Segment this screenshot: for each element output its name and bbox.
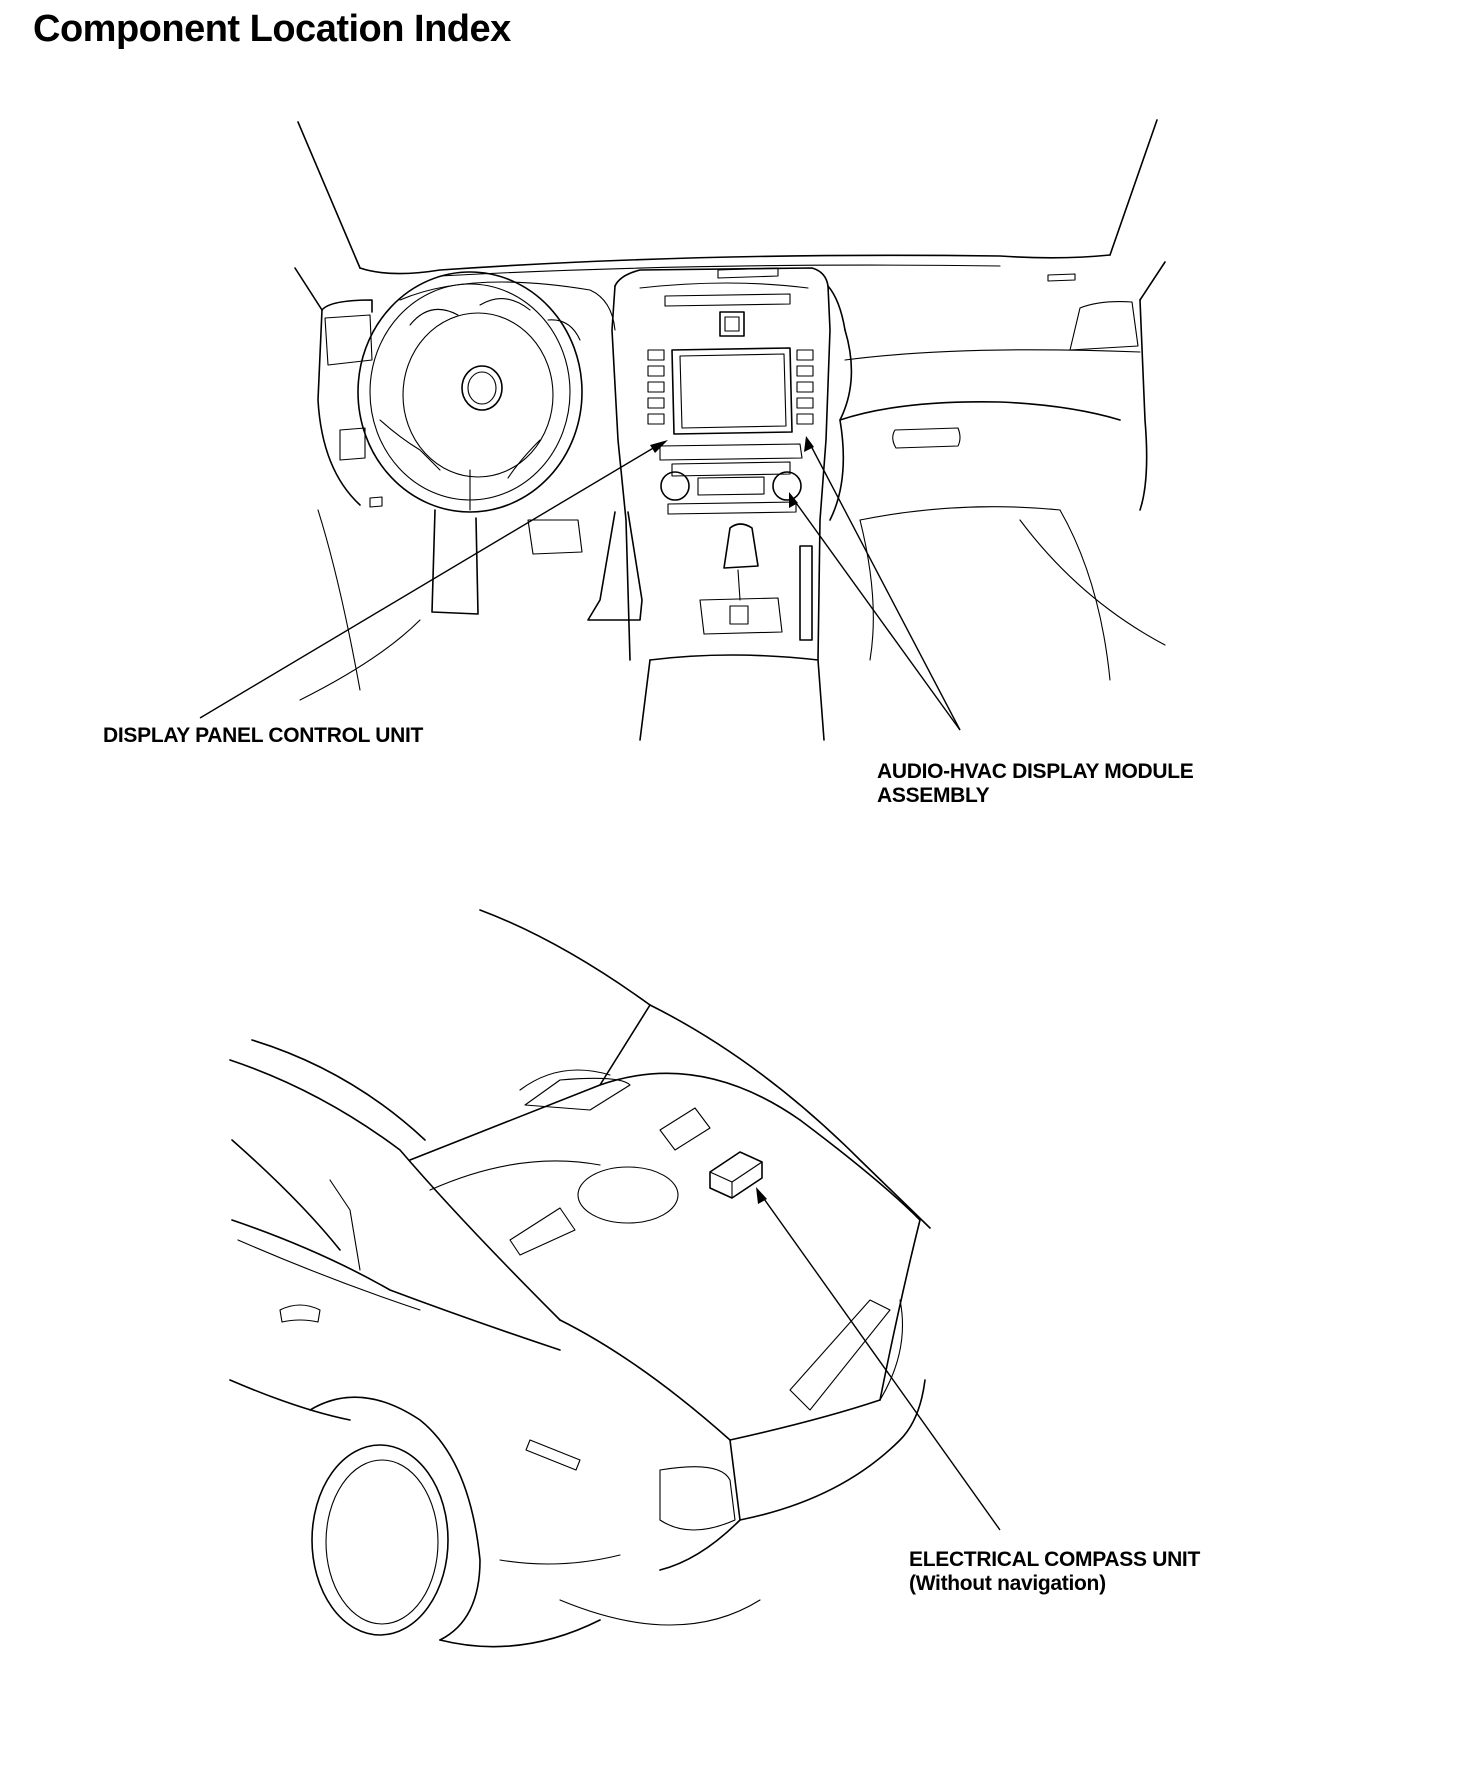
callout-label: DISPLAY PANEL CONTROL UNIT [103, 724, 424, 747]
callout-label-line1: AUDIO-HVAC DISPLAY MODULE [877, 760, 1194, 783]
compass-leader-line [756, 1187, 1001, 1531]
dashboard-illustration [294, 119, 1166, 741]
car-rear-illustration [229, 909, 931, 1648]
page-title: Component Location Index [33, 8, 511, 50]
callout-audio-hvac-display-module: AUDIO-HVAC DISPLAY MODULE ASSEMBLY [877, 760, 1194, 808]
callout-electrical-compass-unit: ELECTRICAL COMPASS UNIT (Without navigat… [909, 1548, 1200, 1596]
callout-display-panel-control-unit: DISPLAY PANEL CONTROL UNIT [103, 724, 423, 748]
callout-label-line2: (Without navigation) [909, 1572, 1106, 1595]
callout-label-line2: ASSEMBLY [877, 784, 990, 807]
dashboard-leader-lines [199, 436, 961, 731]
callout-label-line1: ELECTRICAL COMPASS UNIT [909, 1548, 1200, 1571]
